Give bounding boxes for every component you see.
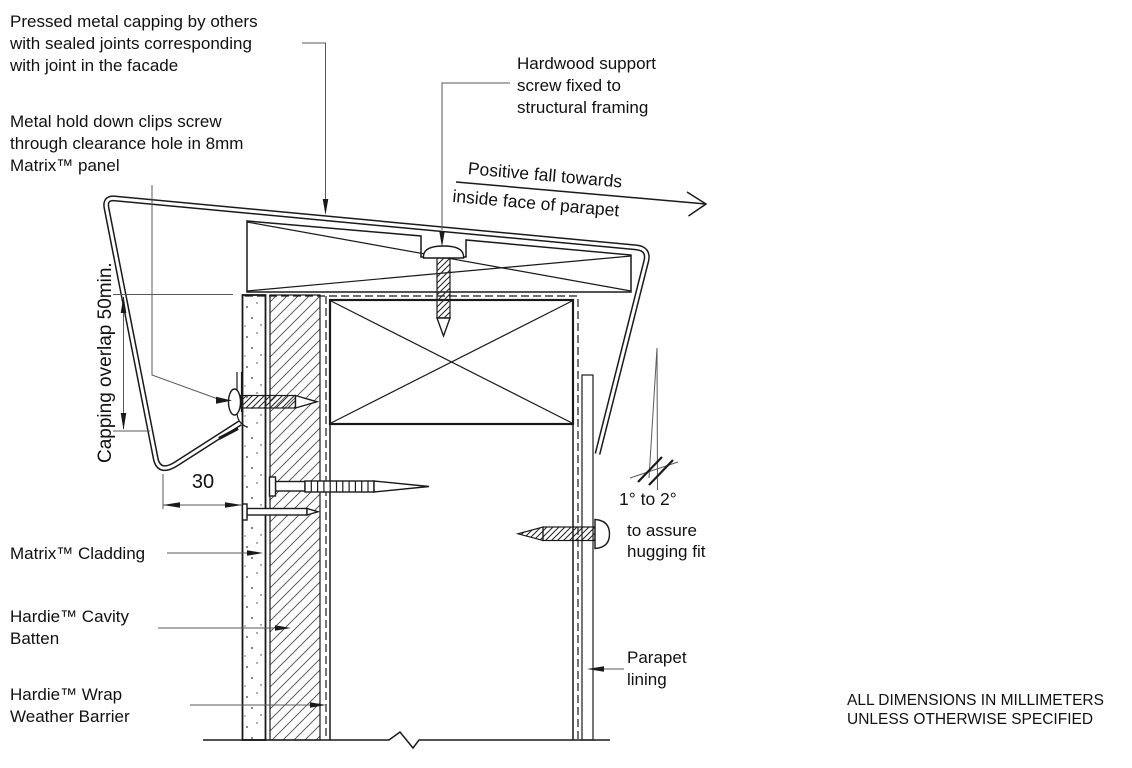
note-line: Pressed metal capping by others bbox=[10, 12, 258, 31]
label-angle-range: 1° to 2° bbox=[619, 489, 677, 509]
cavity-batten-strip bbox=[269, 294, 321, 741]
note-line: Metal hold down clips screw bbox=[10, 112, 222, 131]
label-line: Hardie™ Cavity bbox=[10, 607, 130, 626]
clip-screw bbox=[227, 388, 320, 416]
parapet-lining-leader bbox=[587, 666, 624, 672]
note-line: to assure bbox=[627, 521, 697, 540]
note-hold-down-clips: Metal hold down clips screw through clea… bbox=[10, 111, 243, 177]
note-line: through clearance hole in 8mm bbox=[10, 134, 244, 153]
note-line: Hardwood support bbox=[517, 54, 656, 73]
label-cavity-batten: Hardie™ Cavity Batten bbox=[10, 606, 129, 650]
offset-30-dimension bbox=[162, 474, 242, 509]
label-line: Weather Barrier bbox=[10, 707, 130, 726]
label-line: lining bbox=[627, 670, 667, 689]
note-hardwood-support: Hardwood support screw fixed to structur… bbox=[517, 53, 656, 119]
label-parapet-lining: Parapet lining bbox=[627, 647, 687, 691]
overlap-dimension bbox=[113, 294, 233, 432]
framing-stud-lines bbox=[329, 424, 574, 740]
note-line: with sealed joints corresponding bbox=[10, 34, 252, 53]
dimensions-footnote: ALL DIMENSIONS IN MILLIMETERS UNLESS OTH… bbox=[847, 692, 1104, 729]
footnote-line: UNLESS OTHERWISE SPECIFIED bbox=[847, 710, 1094, 728]
fixing-nail bbox=[241, 503, 321, 521]
note-line: with joint in the facade bbox=[10, 56, 179, 75]
note-line: Matrix™ panel bbox=[10, 156, 120, 175]
note-line: structural framing bbox=[517, 98, 649, 117]
note-line: screw fixed to bbox=[517, 76, 621, 95]
metal-capping bbox=[103, 195, 650, 472]
note-line: hugging fit bbox=[627, 542, 706, 561]
ground-line bbox=[203, 730, 610, 750]
clip-leader bbox=[151, 185, 232, 404]
weather-barrier-dashed bbox=[245, 295, 579, 740]
note-hugging-fit: to assure hugging fit bbox=[627, 520, 705, 562]
note-pressed-capping: Pressed metal capping by others with sea… bbox=[10, 11, 258, 77]
matrix-leader bbox=[167, 550, 263, 556]
label-line: Hardie™ Wrap bbox=[10, 685, 123, 704]
dimension-30-label: 30 bbox=[191, 471, 215, 493]
lining-screw bbox=[515, 518, 611, 550]
wrap-leader bbox=[190, 702, 326, 708]
label-matrix-cladding: Matrix™ Cladding bbox=[10, 544, 146, 563]
batten-leader bbox=[158, 625, 291, 631]
capping-hem bbox=[218, 427, 239, 440]
parapet-lining-panel bbox=[581, 374, 594, 741]
label-weather-barrier: Hardie™ Wrap Weather Barrier bbox=[10, 684, 130, 728]
fall-direction-arrow bbox=[455, 181, 708, 217]
dimension-overlap-label: Capping overlap 50min. bbox=[95, 262, 116, 463]
framing-top-plate bbox=[328, 298, 575, 426]
hardwood-leader bbox=[439, 82, 510, 247]
footnote-line: ALL DIMENSIONS IN MILLIMETERS bbox=[847, 692, 1104, 709]
label-line: Batten bbox=[10, 629, 60, 648]
capping-leader bbox=[302, 42, 329, 215]
hardwood-screw bbox=[422, 245, 465, 339]
label-line: Parapet bbox=[627, 648, 687, 667]
framing-screw bbox=[268, 476, 430, 497]
angle-indicator bbox=[629, 347, 679, 491]
